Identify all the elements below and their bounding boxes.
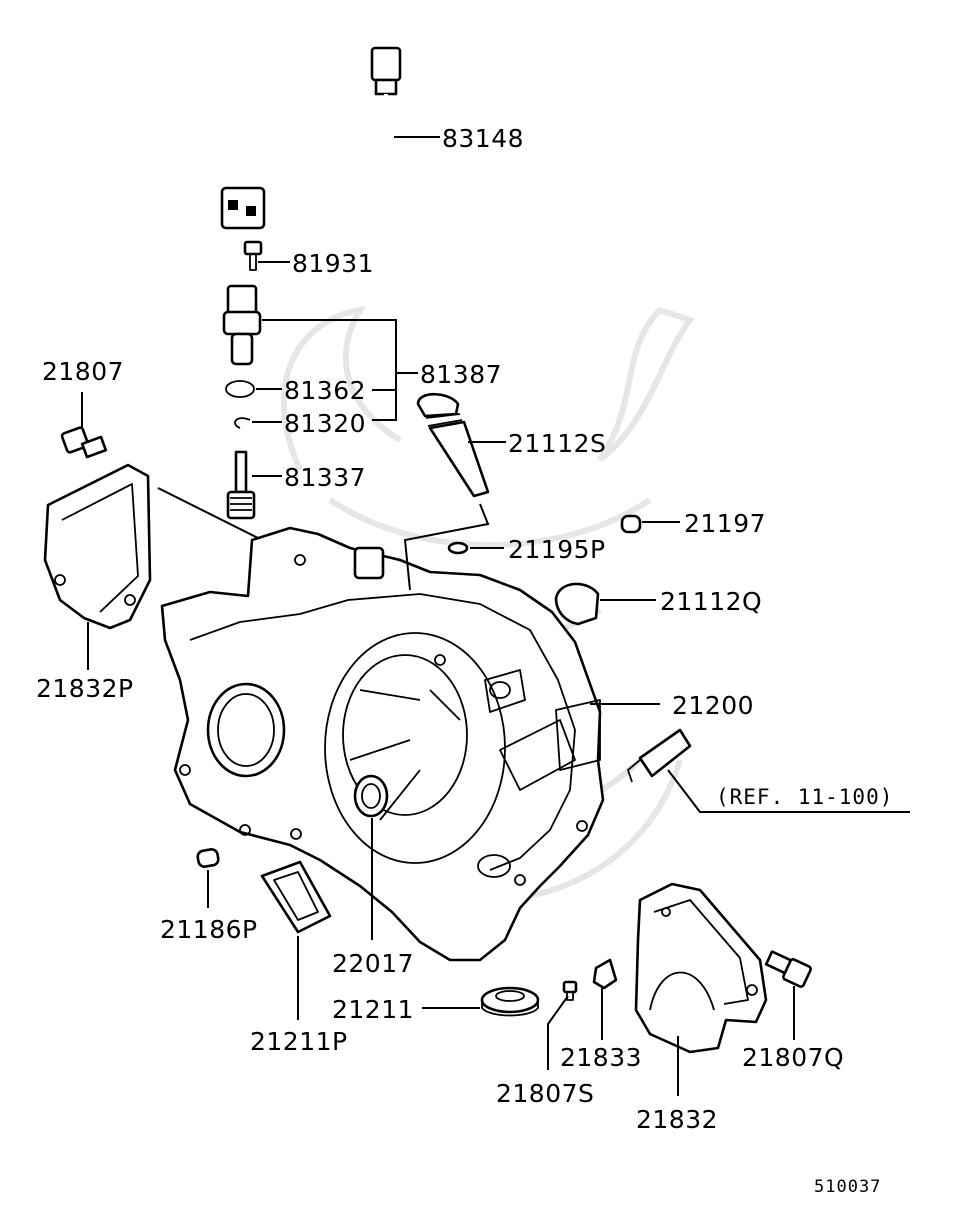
part-label-21807[interactable]: 21807: [42, 357, 124, 386]
oil-seal-21211[interactable]: [480, 986, 540, 1017]
part-label-81362[interactable]: 81362: [284, 376, 366, 405]
part-label-21211[interactable]: 21211: [332, 995, 414, 1024]
part-label-81387[interactable]: 81387: [420, 360, 502, 389]
speed-sensor-81387[interactable]: [222, 284, 262, 366]
bolt-21807S[interactable]: [562, 980, 578, 1001]
bolt-81931[interactable]: [243, 240, 263, 271]
part-label-21833[interactable]: 21833: [560, 1043, 642, 1072]
oil-seal-22017[interactable]: [353, 774, 389, 818]
sealant-tube: [627, 728, 692, 783]
cap-21197[interactable]: [620, 514, 642, 534]
bracket-21832P[interactable]: [43, 463, 152, 630]
driven-gear-81337[interactable]: [226, 450, 256, 520]
part-label-21807Q[interactable]: 21807Q: [742, 1043, 844, 1072]
part-label-21200[interactable]: 21200: [672, 691, 754, 720]
plug-21195P[interactable]: [447, 541, 469, 555]
seal-21211P[interactable]: [260, 860, 332, 934]
bolt-21807[interactable]: [60, 426, 108, 459]
breather-21112S[interactable]: [416, 392, 490, 498]
leader-breather-to-case: [403, 503, 490, 591]
transfer-case-21200[interactable]: [160, 526, 605, 962]
part-label-81337[interactable]: 81337: [284, 463, 366, 492]
part-label-21211P[interactable]: 21211P: [250, 1027, 348, 1056]
diagram-code: 510037: [814, 1177, 881, 1197]
reference-note[interactable]: (REF. 11-100): [716, 785, 893, 809]
part-label-21186P[interactable]: 21186P: [160, 915, 258, 944]
cap-21112Q[interactable]: [554, 582, 600, 626]
leader-81387: [262, 319, 418, 421]
clip-21833[interactable]: [592, 958, 618, 990]
clip-81320[interactable]: [234, 417, 251, 429]
part-label-21807S[interactable]: 21807S: [496, 1079, 594, 1108]
bolt-21807Q[interactable]: [764, 950, 812, 988]
part-label-83148[interactable]: 83148: [442, 124, 524, 153]
part-label-21832P[interactable]: 21832P: [36, 674, 134, 703]
harness-83148[interactable]: [220, 46, 402, 230]
leader-21807S: [547, 995, 569, 1070]
o-ring-81362[interactable]: [225, 380, 255, 398]
part-label-21832[interactable]: 21832: [636, 1105, 718, 1134]
part-label-21112Q[interactable]: 21112Q: [660, 587, 762, 616]
dowel-21186P[interactable]: [196, 848, 220, 868]
part-label-21195P[interactable]: 21195P: [508, 535, 606, 564]
part-label-81320[interactable]: 81320: [284, 409, 366, 438]
part-label-21112S[interactable]: 21112S: [508, 429, 606, 458]
part-label-81931[interactable]: 81931: [292, 249, 374, 278]
leaders-sensor-parts: [252, 388, 282, 477]
leader-bracket-to-case: [157, 487, 263, 541]
part-label-21197[interactable]: 21197: [684, 509, 766, 538]
leader-ref: [667, 769, 910, 813]
bracket-21832[interactable]: [634, 882, 768, 1054]
part-label-22017[interactable]: 22017: [332, 949, 414, 978]
